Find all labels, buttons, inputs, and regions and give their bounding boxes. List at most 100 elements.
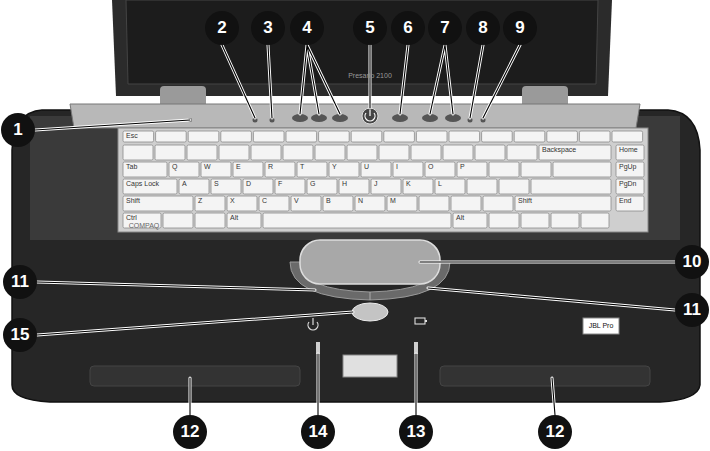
- key: [467, 179, 497, 194]
- laptop-base: [12, 110, 700, 402]
- key: [323, 196, 353, 211]
- key-label: H: [339, 179, 369, 194]
- key: [416, 131, 447, 142]
- callout-circle: [1, 113, 35, 147]
- key: [539, 145, 611, 160]
- brand-text: COMPAQ: [124, 222, 164, 232]
- callout-number: 8: [466, 11, 500, 45]
- key-label: M: [387, 196, 417, 211]
- key: [187, 145, 217, 160]
- speaker-grille: [90, 366, 300, 386]
- callout-number: 13: [399, 415, 433, 449]
- key-label: E: [233, 162, 263, 177]
- key: [195, 213, 225, 228]
- key: [283, 145, 313, 160]
- key: [547, 131, 578, 142]
- key-label: Esc: [123, 131, 154, 142]
- display-lid: [112, 0, 612, 96]
- callout-number: 7: [428, 11, 462, 45]
- key: [227, 196, 257, 211]
- key: [361, 162, 391, 177]
- callout-number: 12: [538, 415, 572, 449]
- key: [155, 145, 185, 160]
- key: [521, 162, 551, 177]
- power-symbol: [365, 110, 375, 121]
- callout-circle: [3, 265, 37, 299]
- key: [457, 162, 487, 177]
- key: [435, 179, 465, 194]
- callout-number: 1: [1, 113, 35, 147]
- key-label: N: [355, 196, 385, 211]
- key-label: W: [201, 162, 231, 177]
- callout-number: 6: [391, 11, 425, 45]
- callout-circle: [399, 415, 433, 449]
- display-bezel: [126, 0, 598, 84]
- callout-circle: [353, 11, 387, 45]
- callout-number: 4: [290, 11, 324, 45]
- jbl-badge: [583, 318, 619, 334]
- callout-number: 14: [301, 415, 335, 449]
- key: [551, 213, 579, 228]
- key: [315, 145, 345, 160]
- key: [307, 179, 337, 194]
- speaker-grille: [440, 366, 650, 386]
- display-latch: [343, 355, 397, 377]
- key: [616, 196, 644, 211]
- callout-circle: [3, 318, 37, 352]
- callout-circle: [503, 11, 537, 45]
- key: [219, 145, 249, 160]
- key: [347, 145, 377, 160]
- key: [393, 162, 423, 177]
- leader-lines: [35, 45, 675, 415]
- key-label: Ctrl: [123, 213, 161, 228]
- key-label: Shift: [123, 196, 193, 211]
- key: [329, 162, 359, 177]
- battery-light: [414, 342, 418, 354]
- key: [123, 179, 177, 194]
- key-label: Tab: [123, 162, 167, 177]
- key: [581, 213, 609, 228]
- key: [521, 213, 549, 228]
- key: [188, 131, 219, 142]
- key: [253, 131, 284, 142]
- callout-number: 5: [353, 11, 387, 45]
- key-label: Backspace: [539, 145, 611, 160]
- key-label: I: [393, 162, 423, 177]
- key: [233, 162, 263, 177]
- key: [531, 179, 611, 194]
- key-label: Z: [195, 196, 225, 211]
- key: [169, 162, 199, 177]
- key: [425, 162, 455, 177]
- key: [489, 162, 519, 177]
- key-label: D: [243, 179, 273, 194]
- leader-halo: [35, 45, 675, 415]
- key-label: End: [616, 196, 644, 211]
- key-label: Shift: [515, 196, 611, 211]
- key: [475, 145, 505, 160]
- key: [263, 213, 451, 228]
- key: [275, 179, 305, 194]
- button-divider: [370, 292, 371, 300]
- key: [489, 213, 519, 228]
- key-label: R: [265, 162, 295, 177]
- key-label: O: [425, 162, 455, 177]
- power-icon: [308, 318, 318, 330]
- key-label: T: [297, 162, 327, 177]
- key: [351, 131, 382, 142]
- key: [195, 196, 225, 211]
- leader-line: [35, 45, 675, 415]
- key-label: PgDn: [616, 179, 644, 194]
- key-label: P: [457, 162, 487, 177]
- button-strip: [70, 104, 640, 128]
- key: [355, 196, 385, 211]
- key-label: A: [179, 179, 209, 194]
- key-label: B: [323, 196, 353, 211]
- key-label: G: [307, 179, 337, 194]
- key: [483, 196, 513, 211]
- key-label: U: [361, 162, 391, 177]
- key: [616, 179, 644, 194]
- callout-circle: [466, 11, 500, 45]
- key: [123, 145, 153, 160]
- callout-circles: [1, 11, 709, 449]
- battery-icon: [415, 318, 425, 324]
